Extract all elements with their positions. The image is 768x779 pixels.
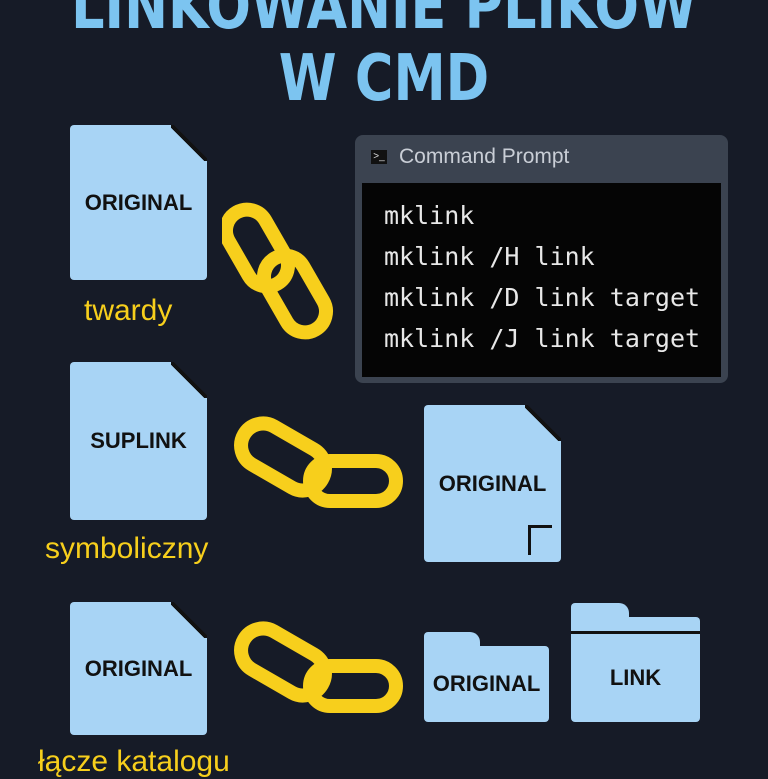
folder-divider xyxy=(571,631,700,634)
folder-tab xyxy=(424,632,481,650)
label-twardy: twardy xyxy=(84,294,173,327)
hardlink-original-doc: ORIGINAL xyxy=(70,125,207,280)
cmd-line: mklink /H link xyxy=(384,242,595,271)
folder-label: ORIGINAL xyxy=(432,671,541,696)
doc-label: ORIGINAL xyxy=(438,470,547,496)
chain-horizontal-icon xyxy=(234,621,403,713)
folder-label: LINK xyxy=(609,664,662,690)
folder-link: LINK xyxy=(571,603,700,722)
fold-corner-icon xyxy=(525,405,561,441)
doc-label: ORIGINAL xyxy=(84,189,193,215)
folder-tab xyxy=(571,603,630,621)
label-symboliczny: symboliczny xyxy=(45,532,209,565)
fold-corner-icon xyxy=(171,125,207,161)
symlink-doc: SUPLINK xyxy=(70,362,207,520)
doc-label: ORIGINAL xyxy=(84,655,193,681)
chain-vertical-icon xyxy=(222,202,333,340)
fold-corner-icon xyxy=(171,602,207,638)
cmd-line: mklink /D link target xyxy=(384,283,701,312)
cmd-line: mklink /J link target xyxy=(384,324,701,353)
fold-corner-icon xyxy=(171,362,207,398)
window-title: Command Prompt xyxy=(399,145,570,168)
title-line-2: W CMD xyxy=(278,42,490,116)
terminal-icon: >_ xyxy=(371,150,387,164)
chain-horizontal-icon xyxy=(234,416,403,508)
corner-mark-icon xyxy=(528,525,552,555)
terminal-body: mklink mklink /H link mklink /D link tar… xyxy=(362,183,721,377)
label-lacze-katalogu: łącze katalogu xyxy=(38,745,230,778)
cmd-line: mklink xyxy=(384,201,475,230)
symlink-target-doc: ORIGINAL xyxy=(424,405,561,562)
command-prompt-window: >_ Command Prompt mklink mklink /H link m… xyxy=(355,135,728,383)
junction-original-doc: ORIGINAL xyxy=(70,602,207,735)
folder-original: ORIGINAL xyxy=(424,632,549,722)
doc-label: SUPLINK xyxy=(90,428,187,453)
title-line-1: LINKOWANIE PLIKÓW xyxy=(71,0,697,44)
